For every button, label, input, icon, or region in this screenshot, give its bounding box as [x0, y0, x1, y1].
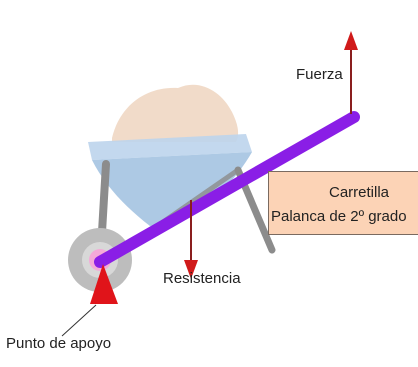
caption-subtitle: Palanca de 2º grado: [271, 208, 407, 225]
sand-load: [112, 84, 239, 142]
fulcrum-label: Punto de apoyo: [6, 335, 112, 352]
lever-bar: [94, 111, 360, 268]
resistance-label: Resistencia: [163, 270, 241, 287]
bucket-rim: [88, 134, 252, 160]
force-label: Fuerza: [296, 66, 343, 83]
wheelbarrow-bucket: [92, 152, 252, 226]
fulcrum-pointer-line: [61, 304, 97, 337]
resistance-arrow-down-icon: [184, 260, 198, 279]
fulcrum-triangle-icon: [90, 264, 118, 304]
caption-title: Carretilla: [328, 184, 389, 201]
caption-box: Carretilla Palanca de 2º grado: [268, 171, 418, 235]
force-arrow-up-icon: [344, 31, 358, 50]
front-leg: [98, 160, 110, 236]
